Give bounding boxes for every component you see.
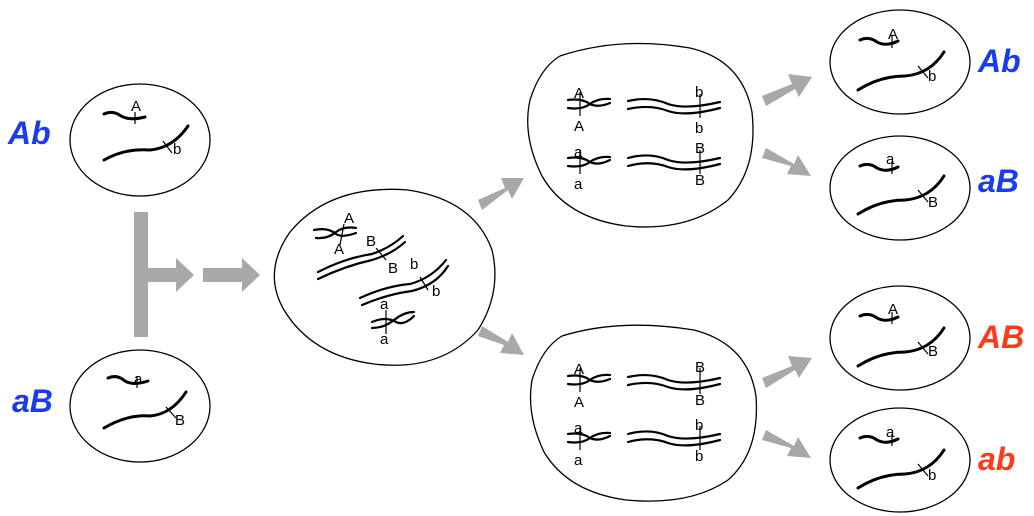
- parent-cell-1: Ab A b: [7, 83, 211, 197]
- fused-pair1-allele-top: A: [344, 210, 354, 227]
- arrow-to-meiosis-bottom: [478, 326, 524, 355]
- progeny-4-allele-2: b: [928, 467, 936, 484]
- arrow-to-progeny-4: [762, 430, 811, 458]
- top-row1-left-allele-2: A: [574, 118, 584, 135]
- meiosis-cell-bottom: A A B B a a b b: [529, 324, 758, 502]
- top-row2-left-allele-1: a: [574, 144, 583, 161]
- top-row2-left-allele-2: a: [574, 176, 583, 193]
- progeny-3-genotype: AB: [977, 319, 1024, 355]
- progeny-cell-2: a B aB: [829, 135, 1019, 241]
- arrow-to-progeny-2: [762, 148, 811, 176]
- connector-arrows: [134, 74, 812, 458]
- parent-cell-2: aB a B: [12, 349, 211, 463]
- meiosis-cell-top: A A b b a a B B: [527, 42, 754, 228]
- bottom-row1-left-allele-2: A: [574, 394, 584, 411]
- top-row1-right-allele-2: b: [695, 120, 703, 137]
- fused-pair3-allele-top: b: [410, 256, 418, 273]
- top-row1-right-allele-1: b: [695, 84, 703, 101]
- top-row2-right-allele-2: B: [695, 172, 705, 189]
- merge-bar: [134, 212, 148, 337]
- progeny-1-allele-1: A: [888, 26, 898, 43]
- progeny-2-allele-2: B: [928, 194, 938, 211]
- arrow-to-progeny-1: [762, 74, 812, 106]
- top-row2-right-allele-1: B: [695, 140, 705, 157]
- fused-pair2-allele-top: B: [366, 233, 376, 250]
- bottom-row2-left-allele-2: a: [574, 452, 583, 469]
- bottom-row1-right-allele-2: B: [695, 392, 705, 409]
- progeny-3-allele-1: A: [888, 301, 898, 318]
- progeny-cell-3: A B AB: [829, 285, 1024, 391]
- arrow-to-progeny-3: [762, 356, 812, 388]
- arrow-to-meiosis-top: [478, 178, 524, 210]
- parent-2-genotype: aB: [12, 383, 53, 419]
- merge-arrow: [148, 258, 194, 292]
- progeny-4-genotype: ab: [978, 441, 1015, 477]
- progeny-1-genotype: Ab: [977, 43, 1021, 79]
- top-row1-left-allele-1: A: [574, 85, 584, 102]
- progeny-2-allele-1: a: [886, 151, 895, 168]
- progeny-2-genotype: aB: [978, 163, 1019, 199]
- fused-cell: A A B B b b a a: [273, 188, 496, 366]
- progeny-1-allele-2: b: [928, 68, 936, 85]
- progeny-3-allele-2: B: [928, 343, 938, 360]
- bottom-row2-right-allele-1: b: [695, 417, 703, 434]
- fused-pair1-allele-bottom: A: [334, 241, 344, 258]
- parent-2-allele-1: a: [134, 371, 143, 388]
- parent-2-allele-2: B: [175, 412, 185, 429]
- fused-pair2-allele-bottom: B: [388, 260, 398, 277]
- parent-1-allele-1: A: [131, 98, 141, 115]
- bottom-row2-right-allele-2: b: [695, 448, 703, 465]
- progeny-cell-4: a b ab: [829, 407, 1015, 513]
- fused-pair4-allele-bottom: a: [380, 331, 389, 348]
- parent-1-genotype: Ab: [7, 115, 51, 151]
- fusion-arrow: [203, 258, 260, 292]
- bottom-row2-left-allele-1: a: [574, 420, 583, 437]
- fused-pair3-allele-bottom: b: [432, 283, 440, 300]
- progeny-4-allele-1: a: [886, 424, 895, 441]
- bottom-row1-right-allele-1: B: [695, 359, 705, 376]
- progeny-cell-1: A b Ab: [829, 9, 1021, 115]
- fused-pair4-allele-top: a: [380, 296, 389, 313]
- parent-1-allele-2: b: [173, 141, 181, 158]
- bottom-row1-left-allele-1: A: [574, 361, 584, 378]
